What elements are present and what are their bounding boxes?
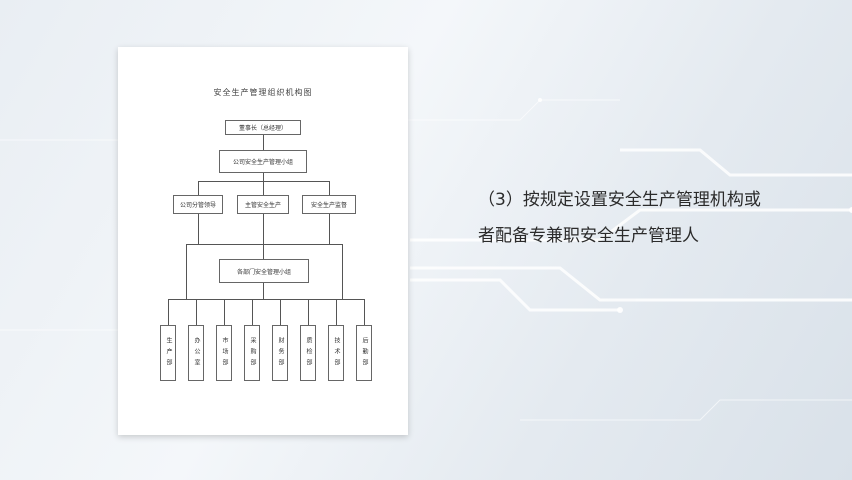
org-chart-document: 安全生产管理组织机构图 董事长（总经理） 公司安全生产管理小组 公司分管领导 主…: [118, 47, 408, 435]
org-box-dept-group: 各部门安全管理小组: [219, 259, 309, 283]
connector: [329, 181, 330, 195]
dept-box: 采购部: [244, 325, 260, 381]
dept-box: 后勤部: [356, 325, 372, 381]
slide-caption: （3）按规定设置安全生产管理机构或者配备专兼职安全生产管理人: [478, 190, 761, 246]
dept-box: 技术部: [328, 325, 344, 381]
connector: [263, 214, 264, 259]
connector: [280, 299, 281, 325]
connector: [198, 181, 330, 182]
connector: [329, 214, 330, 244]
connector: [198, 214, 199, 244]
connector: [263, 173, 264, 181]
dept-box: 市场部: [216, 325, 232, 381]
connector: [186, 244, 342, 245]
org-box-chairman: 董事长（总经理）: [225, 120, 301, 135]
connector: [196, 299, 197, 325]
org-box-supervision: 安全生产监督: [302, 195, 356, 214]
connector: [263, 134, 264, 150]
dept-box: 质检部: [300, 325, 316, 381]
org-chart-title: 安全生产管理组织机构图: [213, 88, 313, 97]
org-box-leader: 公司分管领导: [173, 195, 223, 214]
connector: [308, 299, 309, 325]
connector: [198, 181, 199, 195]
org-box-safety-group: 公司安全生产管理小组: [219, 150, 307, 173]
connector: [364, 299, 365, 325]
dept-box: 生产部: [160, 325, 176, 381]
connector: [186, 244, 187, 299]
connector: [224, 299, 225, 325]
connector: [342, 244, 343, 299]
connector: [263, 283, 264, 299]
connector: [252, 299, 253, 325]
connector: [168, 299, 169, 325]
connector: [168, 299, 364, 300]
dept-box: 办公室: [188, 325, 204, 381]
connector: [336, 299, 337, 325]
dept-box: 财务部: [272, 325, 288, 381]
org-box-production: 主管安全生产: [237, 195, 289, 214]
connector: [263, 181, 264, 195]
